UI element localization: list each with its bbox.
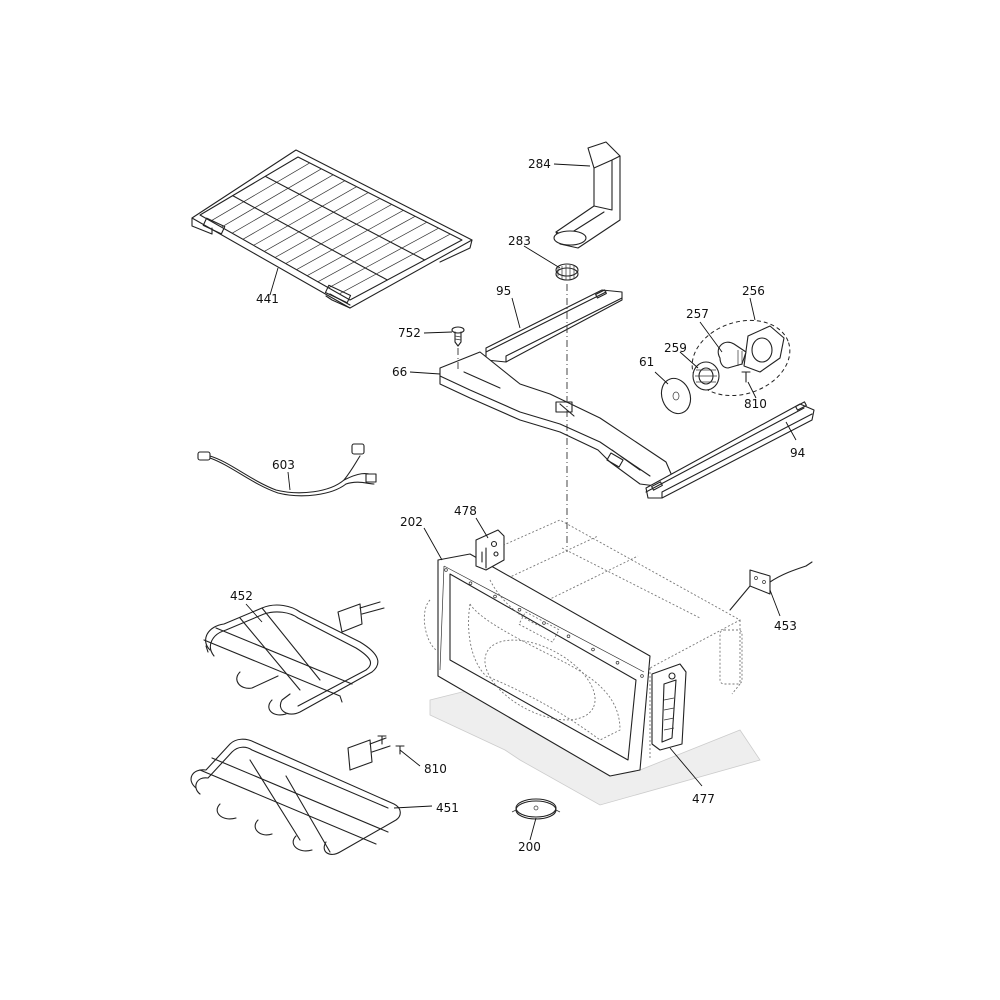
rack-wire (317, 221, 428, 283)
lens-61[interactable] (657, 374, 696, 417)
oven-cavity-202[interactable] (423, 519, 743, 777)
rack-wire (285, 204, 392, 264)
callout-810-lower[interactable]: 810 (424, 762, 447, 776)
lamp-housing (743, 325, 785, 373)
frame-rivet (615, 660, 620, 665)
frame-rivet (493, 594, 497, 599)
screw-810[interactable] (741, 371, 751, 383)
rack-wire (253, 186, 357, 246)
callout-603[interactable]: 603 (272, 458, 295, 472)
callout-441[interactable]: 441 (256, 292, 279, 306)
frame-rivet (591, 647, 595, 652)
rack-wire (328, 227, 439, 289)
callout-478[interactable]: 478 (454, 504, 477, 518)
leader-lines (245, 163, 797, 841)
callout-752[interactable]: 752 (398, 326, 421, 340)
socket-259[interactable] (692, 361, 720, 391)
side-rail-94[interactable] (645, 401, 815, 499)
callout-95[interactable]: 95 (496, 284, 511, 298)
callout-810-upper[interactable]: 810 (744, 397, 767, 411)
rack-wire (264, 175, 426, 261)
callout-284[interactable]: 284 (528, 157, 551, 171)
hinge-477[interactable] (651, 663, 687, 751)
callout-259[interactable]: 259 (664, 341, 687, 355)
rack-wire (264, 192, 369, 252)
broil-element-452[interactable] (203, 601, 385, 716)
callout-202[interactable]: 202 (400, 515, 423, 529)
rack-wire (306, 215, 416, 277)
frame-rail-66[interactable] (439, 351, 673, 487)
callout-477[interactable]: 477 (692, 792, 715, 806)
callout-94[interactable]: 94 (790, 446, 805, 460)
rack-wire (296, 210, 404, 270)
rack-wire (242, 180, 346, 240)
frame-rail-95[interactable] (485, 289, 623, 363)
callout-200[interactable]: 200 (518, 840, 541, 854)
screw-752[interactable] (451, 326, 465, 347)
cover-plate-200[interactable] (511, 798, 561, 820)
rack-wire (274, 198, 381, 258)
hinge-478[interactable] (475, 529, 505, 571)
callout-452[interactable]: 452 (230, 589, 253, 603)
callout-453[interactable]: 453 (774, 619, 797, 633)
rack-wire (221, 168, 322, 228)
bulb-257[interactable] (717, 341, 747, 369)
rack-wire (231, 174, 334, 234)
callout-257[interactable]: 257 (686, 307, 709, 321)
callout-451[interactable]: 451 (436, 801, 459, 815)
rack-wire (210, 162, 310, 222)
callout-256[interactable]: 256 (742, 284, 765, 298)
frame-rivet (566, 634, 571, 638)
handle-bracket-284[interactable] (553, 141, 621, 249)
rack-wire (339, 233, 451, 295)
wire-harness-603[interactable] (197, 443, 377, 497)
alignment-line (457, 284, 568, 552)
callout-66[interactable]: 66 (392, 365, 407, 379)
light-assembly-256[interactable] (682, 308, 799, 407)
sensor-453[interactable] (729, 561, 813, 611)
frame-rivet (640, 674, 644, 678)
frame-rivet (444, 568, 448, 572)
bake-element-451[interactable] (190, 737, 401, 855)
oven-rack-441[interactable] (191, 149, 473, 309)
frame-rivet (468, 581, 473, 585)
grommet-283[interactable] (555, 263, 579, 281)
callout-283[interactable]: 283 (508, 234, 531, 248)
screws-810-lower[interactable] (377, 735, 405, 755)
callout-labels: 441 284 283 95 752 66 256 257 259 61 810… (230, 157, 805, 854)
rack-wire (232, 195, 388, 281)
frame-rivet (517, 607, 522, 612)
callout-61[interactable]: 61 (639, 355, 654, 369)
